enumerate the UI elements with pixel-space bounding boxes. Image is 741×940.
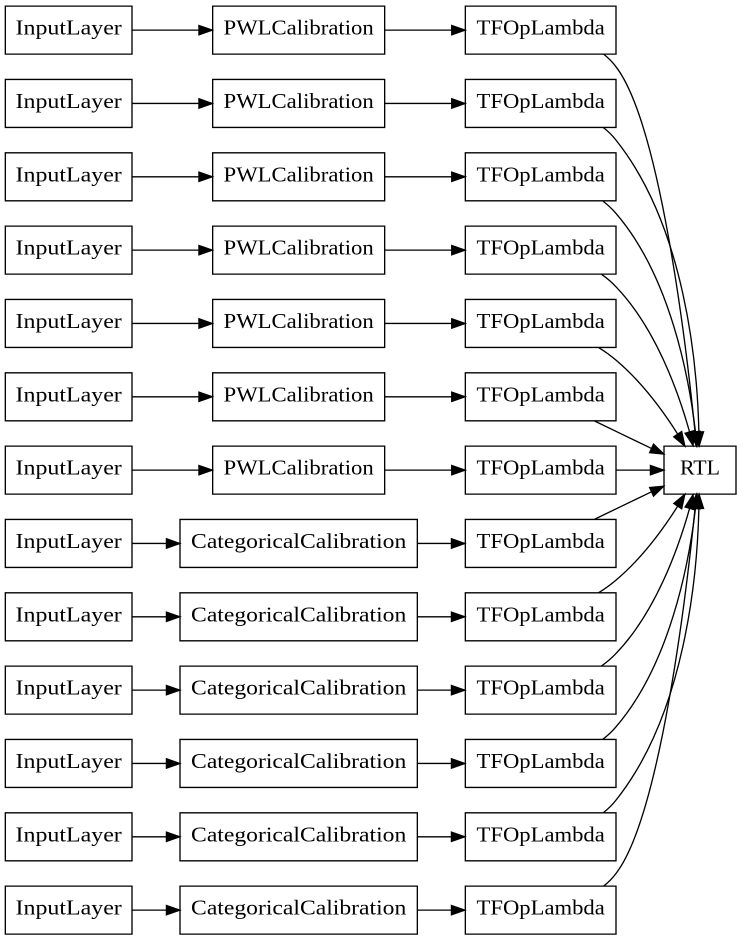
svg-text:TFOpLambda: TFOpLambda: [477, 898, 605, 920]
svg-text:CategoricalCalibration: CategoricalCalibration: [191, 678, 407, 700]
svg-text:TFOpLambda: TFOpLambda: [477, 91, 605, 113]
svg-text:InputLayer: InputLayer: [16, 384, 122, 406]
svg-text:CategoricalCalibration: CategoricalCalibration: [191, 531, 407, 553]
svg-text:InputLayer: InputLayer: [16, 824, 122, 846]
svg-text:InputLayer: InputLayer: [16, 531, 122, 553]
svg-text:CategoricalCalibration: CategoricalCalibration: [191, 824, 407, 846]
svg-text:CategoricalCalibration: CategoricalCalibration: [191, 751, 407, 773]
svg-text:InputLayer: InputLayer: [16, 898, 122, 920]
svg-text:TFOpLambda: TFOpLambda: [477, 678, 605, 700]
svg-text:PWLCalibration: PWLCalibration: [224, 91, 375, 113]
svg-text:InputLayer: InputLayer: [16, 311, 122, 333]
svg-text:InputLayer: InputLayer: [16, 91, 122, 113]
svg-text:TFOpLambda: TFOpLambda: [477, 604, 605, 626]
svg-text:InputLayer: InputLayer: [16, 751, 122, 773]
svg-text:TFOpLambda: TFOpLambda: [477, 824, 605, 846]
svg-text:TFOpLambda: TFOpLambda: [477, 238, 605, 260]
svg-text:TFOpLambda: TFOpLambda: [477, 531, 605, 553]
svg-text:PWLCalibration: PWLCalibration: [224, 384, 375, 406]
svg-text:RTL: RTL: [680, 458, 720, 480]
svg-text:CategoricalCalibration: CategoricalCalibration: [191, 604, 407, 626]
svg-text:TFOpLambda: TFOpLambda: [477, 311, 605, 333]
svg-text:TFOpLambda: TFOpLambda: [477, 164, 605, 186]
svg-text:InputLayer: InputLayer: [16, 458, 122, 480]
svg-text:PWLCalibration: PWLCalibration: [224, 18, 375, 40]
svg-text:PWLCalibration: PWLCalibration: [224, 238, 375, 260]
svg-text:TFOpLambda: TFOpLambda: [477, 458, 605, 480]
svg-text:TFOpLambda: TFOpLambda: [477, 751, 605, 773]
svg-text:InputLayer: InputLayer: [16, 678, 122, 700]
svg-text:InputLayer: InputLayer: [16, 164, 122, 186]
svg-text:TFOpLambda: TFOpLambda: [477, 18, 605, 40]
svg-text:PWLCalibration: PWLCalibration: [224, 458, 375, 480]
svg-text:InputLayer: InputLayer: [16, 604, 122, 626]
svg-text:CategoricalCalibration: CategoricalCalibration: [191, 898, 407, 920]
svg-text:InputLayer: InputLayer: [16, 238, 122, 260]
svg-text:InputLayer: InputLayer: [16, 18, 122, 40]
svg-text:PWLCalibration: PWLCalibration: [224, 164, 375, 186]
svg-text:PWLCalibration: PWLCalibration: [224, 311, 375, 333]
svg-text:TFOpLambda: TFOpLambda: [477, 384, 605, 406]
